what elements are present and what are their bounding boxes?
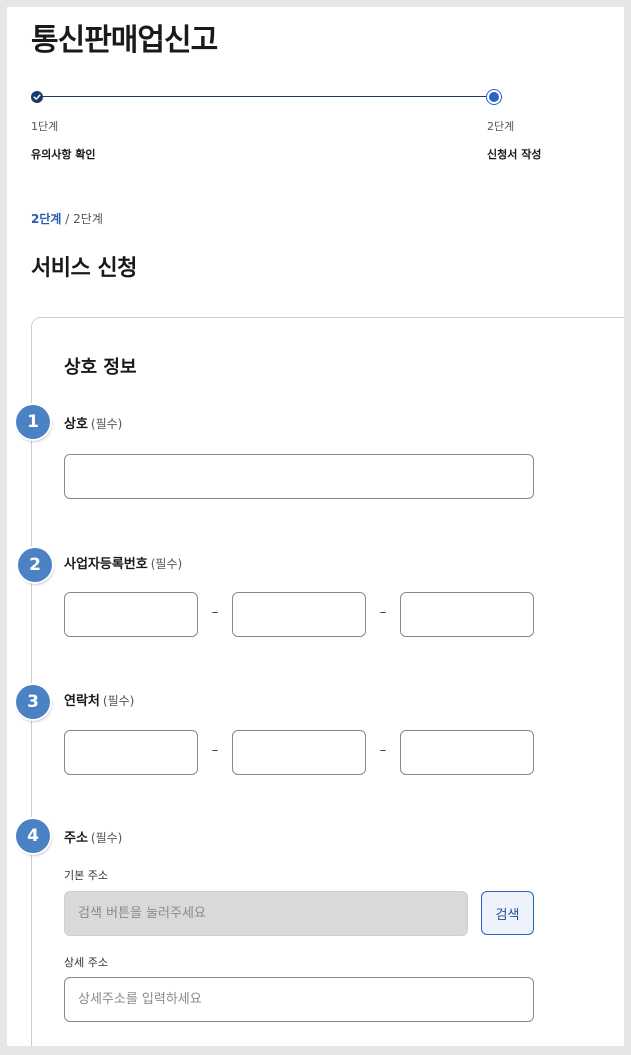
step-2-name: 신청서 작성 [487, 148, 542, 161]
detail-address-label: 상세 주소 [64, 956, 108, 969]
contact-part-1-input[interactable] [64, 730, 198, 775]
business-number-part-1-input[interactable] [64, 592, 198, 637]
address-label-text: 주소 [64, 831, 88, 846]
check-icon [33, 94, 41, 100]
company-name-label-text: 상호 [64, 417, 88, 432]
address-search-button[interactable]: 검색 [481, 891, 534, 935]
field-3-number-badge: 3 [16, 685, 50, 719]
section-title: 서비스 신청 [31, 256, 137, 281]
step-1-number: 1단계 [31, 120, 59, 133]
contact-label-text: 연락처 [64, 694, 100, 709]
step-2-number: 2단계 [487, 120, 515, 133]
step-2-current-indicator [486, 89, 502, 105]
required-marker: (필수) [90, 417, 123, 431]
field-4-number-badge: 4 [16, 819, 50, 853]
required-marker: (필수) [102, 694, 135, 708]
basic-address-label: 기본 주소 [64, 869, 108, 882]
required-marker: (필수) [90, 831, 123, 845]
breadcrumb-current-step: 2단계 [31, 212, 62, 226]
business-number-part-2-input[interactable] [232, 592, 366, 637]
required-marker: (필수) [150, 557, 183, 571]
field-1-number-badge: 1 [16, 405, 50, 439]
step-breadcrumb: 2단계 / 2단계 [31, 210, 103, 227]
company-name-label: 상호(필수) [64, 413, 122, 432]
field-2-number-badge: 2 [18, 548, 52, 582]
step-1-name: 유의사항 확인 [31, 148, 96, 161]
stepper-progress-line [37, 96, 494, 97]
contact-label: 연락처(필수) [64, 690, 134, 709]
business-number-separator-2: – [379, 605, 387, 620]
business-number-label-text: 사업자등록번호 [64, 557, 148, 572]
step-1-done-indicator [31, 91, 43, 103]
company-name-input[interactable] [64, 454, 534, 499]
address-label: 주소(필수) [64, 827, 122, 846]
contact-separator-2: – [379, 743, 387, 758]
contact-part-3-input[interactable] [400, 730, 534, 775]
form-card-title: 상호 정보 [64, 357, 137, 378]
breadcrumb-separator: / [65, 212, 70, 226]
page-title: 통신판매업신고 [31, 23, 218, 58]
business-number-label: 사업자등록번호(필수) [64, 553, 182, 572]
contact-part-2-input[interactable] [232, 730, 366, 775]
current-step-dot [489, 92, 499, 102]
basic-address-input [64, 891, 468, 936]
contact-separator-1: – [211, 743, 219, 758]
detail-address-input[interactable] [64, 977, 534, 1022]
breadcrumb-total-step: 2단계 [73, 212, 103, 226]
business-number-part-3-input[interactable] [400, 592, 534, 637]
business-number-separator-1: – [211, 605, 219, 620]
application-page: 통신판매업신고 1단계 유의사항 확인 2단계 신청서 작성 2단계 / 2단계… [7, 7, 624, 1046]
